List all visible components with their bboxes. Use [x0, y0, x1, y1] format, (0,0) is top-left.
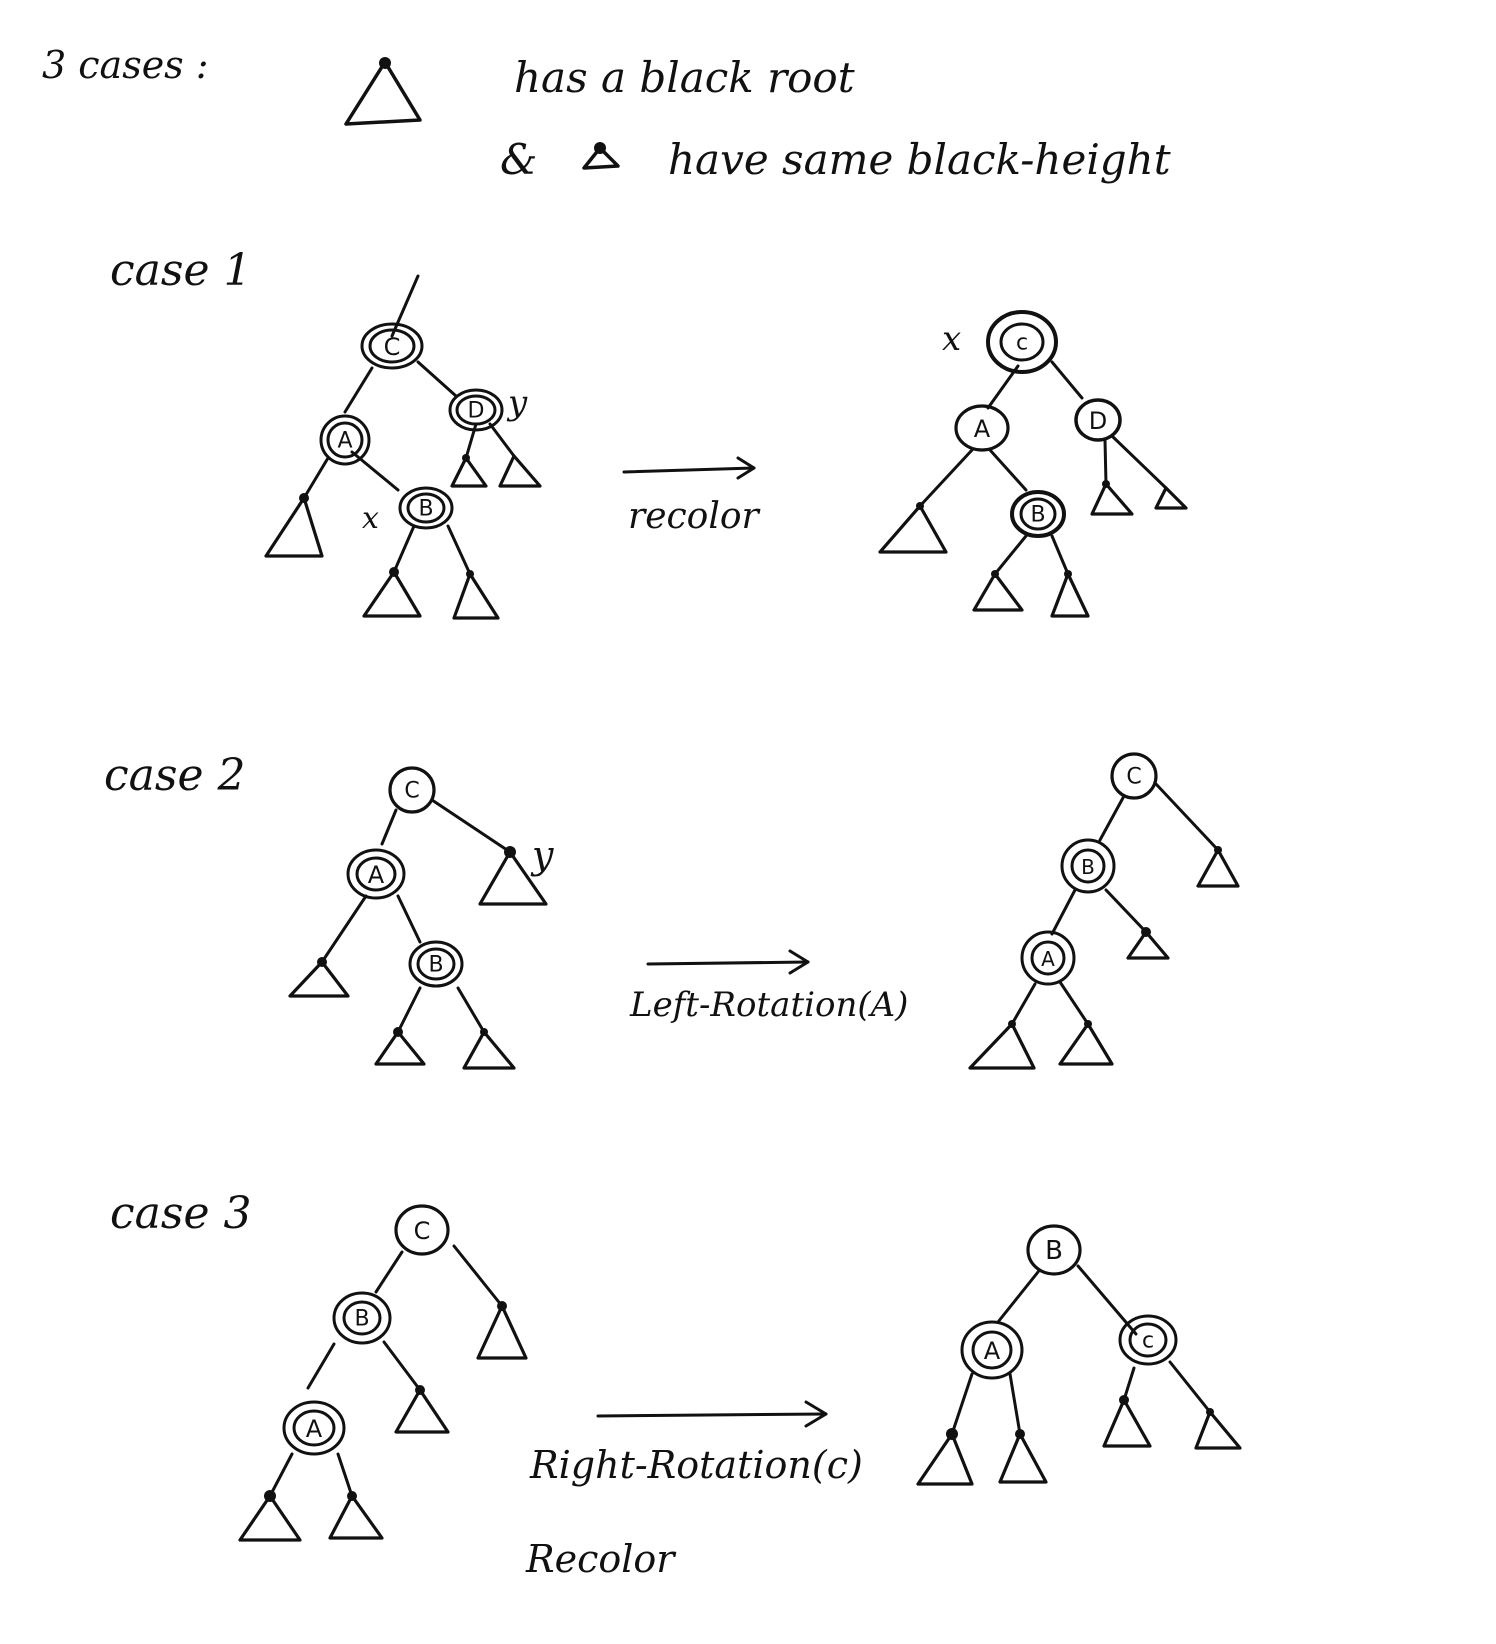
case3-before-node-B: B — [332, 1291, 392, 1345]
svg-text:B: B — [1030, 503, 1045, 528]
case2-label: case 2 — [104, 750, 245, 801]
svg-text:A: A — [306, 1415, 323, 1443]
case1-before-node-C: C — [360, 322, 424, 370]
legend-line2-prefix: & — [500, 135, 537, 184]
svg-text:c: c — [1142, 1329, 1154, 1354]
case1-arrow — [622, 456, 756, 480]
legend-line2: have same black-height — [668, 135, 1171, 184]
svg-text:c: c — [1016, 331, 1028, 356]
svg-text:x: x — [942, 319, 961, 359]
case3-operation-line1: Right-Rotation(c) — [529, 1443, 863, 1487]
svg-text:B: B — [418, 497, 433, 522]
svg-text:D: D — [468, 399, 485, 424]
svg-text:y: y — [506, 383, 528, 423]
case2-before-node-B: B — [408, 940, 464, 988]
svg-text:C: C — [384, 333, 401, 361]
legend-line1: has a black root — [514, 53, 855, 102]
legend-subtree-icon — [344, 57, 422, 126]
case1-after-node-A: A — [954, 404, 1010, 452]
case3-before-node-C: C — [394, 1204, 450, 1256]
svg-text:A: A — [974, 415, 991, 443]
svg-text:B: B — [428, 953, 443, 978]
case3-after-node-B: B — [1026, 1224, 1082, 1276]
case2-before-node-C: C — [388, 766, 436, 814]
svg-text:A: A — [1041, 947, 1055, 971]
svg-text:B: B — [1081, 855, 1095, 879]
svg-text:y: y — [530, 833, 554, 877]
case1-label: case 1 — [110, 245, 251, 296]
svg-text:C: C — [404, 779, 419, 804]
legend: 3 cases : has a black root & have same b… — [42, 43, 1171, 184]
case3-before-node-A: A — [282, 1400, 346, 1456]
case3-label: case 3 — [110, 1188, 251, 1239]
case3-after-node-A: A — [960, 1320, 1024, 1380]
case1-after-node-C: c x — [942, 310, 1058, 374]
svg-text:B: B — [1045, 1236, 1063, 1266]
case2-after-node-B: B — [1060, 838, 1116, 894]
svg-text:A: A — [337, 429, 352, 454]
case1-operation: recolor — [628, 496, 761, 537]
case1-before-node-D: D y — [448, 383, 528, 432]
case2-after-node-C: C — [1110, 752, 1158, 800]
case3-arrow — [596, 1400, 828, 1428]
case2-operation: Left-Rotation(A) — [629, 985, 908, 1025]
case1-after-node-B: B — [1010, 490, 1066, 538]
svg-text:x: x — [362, 501, 379, 536]
case1-before-node-B: B x — [362, 486, 454, 536]
case3-operation-line2: Recolor — [525, 1537, 677, 1581]
tree-edges — [268, 274, 1220, 1498]
case2-arrow — [646, 949, 810, 975]
svg-text:C: C — [1126, 765, 1141, 790]
case3-after-node-C: c — [1118, 1314, 1178, 1366]
case1-before-node-A: A — [319, 414, 371, 466]
subtree-black-roots — [264, 454, 1222, 1502]
case1-after-node-D: D — [1074, 398, 1122, 442]
legend-count-label: 3 cases : — [42, 43, 209, 87]
svg-text:D: D — [1089, 407, 1107, 435]
case2-after-node-A: A — [1020, 930, 1076, 986]
legend-small-subtree-icon — [582, 142, 620, 170]
svg-text:C: C — [414, 1217, 431, 1245]
svg-text:B: B — [354, 1307, 369, 1332]
case2-before-node-A: A — [346, 848, 406, 900]
case2-before-y-label: y — [530, 833, 554, 877]
svg-text:A: A — [368, 861, 385, 889]
subtree-triangles — [238, 454, 1242, 1542]
svg-text:A: A — [984, 1337, 1001, 1365]
